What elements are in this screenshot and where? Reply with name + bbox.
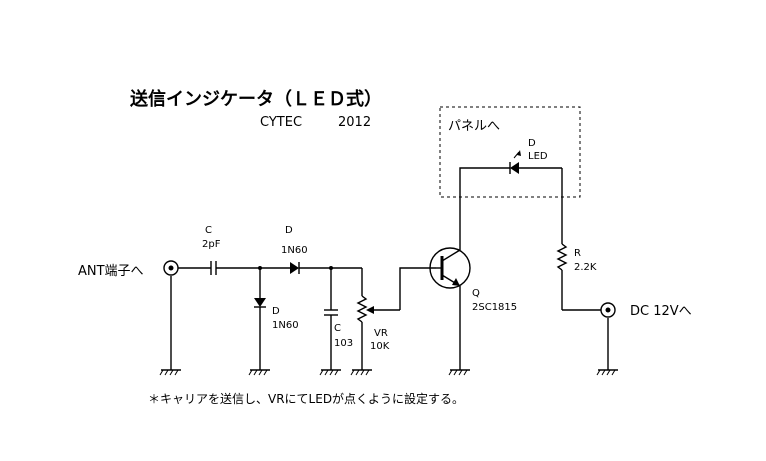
wire [459,167,510,250]
ground-icon [448,369,470,376]
ground-icon [596,369,618,376]
ground-icon [248,369,270,376]
c2-ref: C [334,323,341,334]
led-value: LED [528,151,548,162]
diode-d2 [254,298,266,308]
resistor-r [556,243,568,271]
year: 2012 [338,115,371,130]
wiper-arrow-icon [366,306,400,314]
ground-icon [319,369,341,376]
c2-value: 103 [334,338,353,349]
diode-d1 [290,262,300,274]
panel-box [439,106,581,198]
transistor-q [429,247,471,289]
c1-ref: C [205,225,212,236]
ant-connector [163,260,179,276]
d1-value: 1N60 [281,245,308,256]
c1-value: 2pF [202,239,221,250]
vr-ref: VR [374,328,388,339]
ground-icon [159,369,181,376]
d2-value: 1N60 [272,320,299,331]
dc-connector [600,302,616,318]
ground-icon [350,369,372,376]
q-value: 2SC1815 [472,302,517,313]
wire [399,267,436,310]
author: CYTEC [260,115,302,130]
ant-label: ANT端子へ [78,264,144,279]
dc-label: DC 12Vへ [630,304,692,319]
capacitor-c1 [210,261,217,275]
capacitor-c2 [324,309,338,316]
title: 送信インジケータ（ＬＥＤ式） [129,88,382,110]
r-value: 2.2K [574,262,597,273]
vr-value: 10K [370,341,390,352]
r-ref: R [574,248,581,259]
potentiometer-vr [356,295,368,323]
d2-ref: D [272,306,280,317]
d1-ref: D [285,225,293,236]
note: ＊キャリアを送信し、VRにてLEDが点くように設定する。 [148,391,464,406]
led-diode [509,150,521,174]
q-ref: Q [472,288,480,299]
led-ref: D [528,138,536,149]
panel-label: パネルへ [448,119,500,134]
